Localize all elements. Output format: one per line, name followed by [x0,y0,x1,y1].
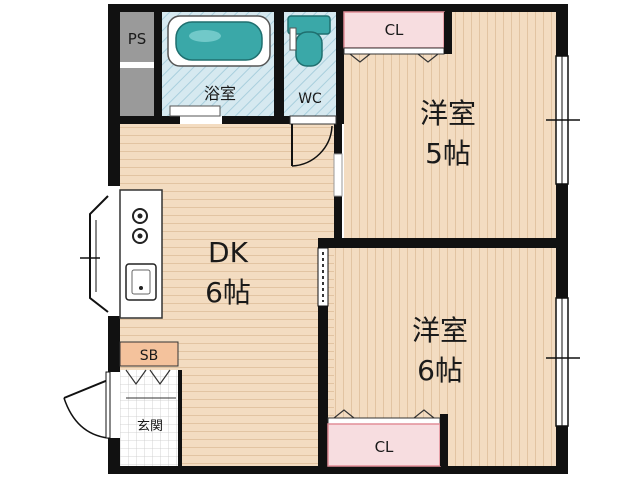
bath-label: 浴室 [204,84,236,103]
kitchen-bay-window [80,195,109,313]
room6-name: 洋室 [412,314,468,347]
wall-service-bottom-right [222,116,290,124]
wc-label: WC [298,91,322,107]
entrance-floor [120,370,180,466]
wall-bath-left [154,12,162,124]
bath-step [169,105,221,117]
grey-block [120,68,154,116]
wall-room5-dk-upper [334,124,342,154]
wall-rooms-divider [318,238,556,248]
sb-label: SB [140,348,159,364]
sb-box [119,341,179,367]
room6-size: 6帖 [417,354,463,387]
room5-size: 5帖 [425,137,471,170]
wall-bath-wc [274,12,284,124]
wc-door [289,115,337,167]
sink-icon [125,263,157,301]
room6-sliding-door [317,247,329,307]
closet-top-label: CL [385,21,404,39]
toilet-icon [287,15,331,67]
ps-block [120,12,154,62]
closet-bottom [327,409,441,467]
wall-left-lower [108,438,120,474]
room5-name: 洋室 [420,97,476,130]
wall-entrance-right [178,370,182,466]
wall-room6-left-lower [318,306,328,466]
entrance-bifold [125,369,176,399]
stove-icon [132,208,148,244]
bathtub-icon [167,15,271,67]
front-door [63,371,111,439]
window-room5 [546,55,580,185]
wall-top [108,4,568,12]
room5-doorway [333,153,343,197]
dk-size: 6帖 [205,276,251,309]
wall-left-mid [108,316,120,372]
wall-closet-bottom-side [440,414,448,466]
wall-room5-dk-lower [334,196,342,244]
wall-bottom [108,466,568,474]
wall-service-bottom-left [120,116,180,124]
window-room6 [546,297,580,427]
closet-bottom-label: CL [375,438,394,456]
dk-name: DK [208,236,249,269]
closet-top [343,11,445,63]
wall-wc-room [336,12,344,124]
wall-closet-side [444,12,452,54]
entrance-label: 玄関 [137,419,163,434]
wall-left-upper [108,4,120,186]
ps-label: PS [128,30,147,48]
